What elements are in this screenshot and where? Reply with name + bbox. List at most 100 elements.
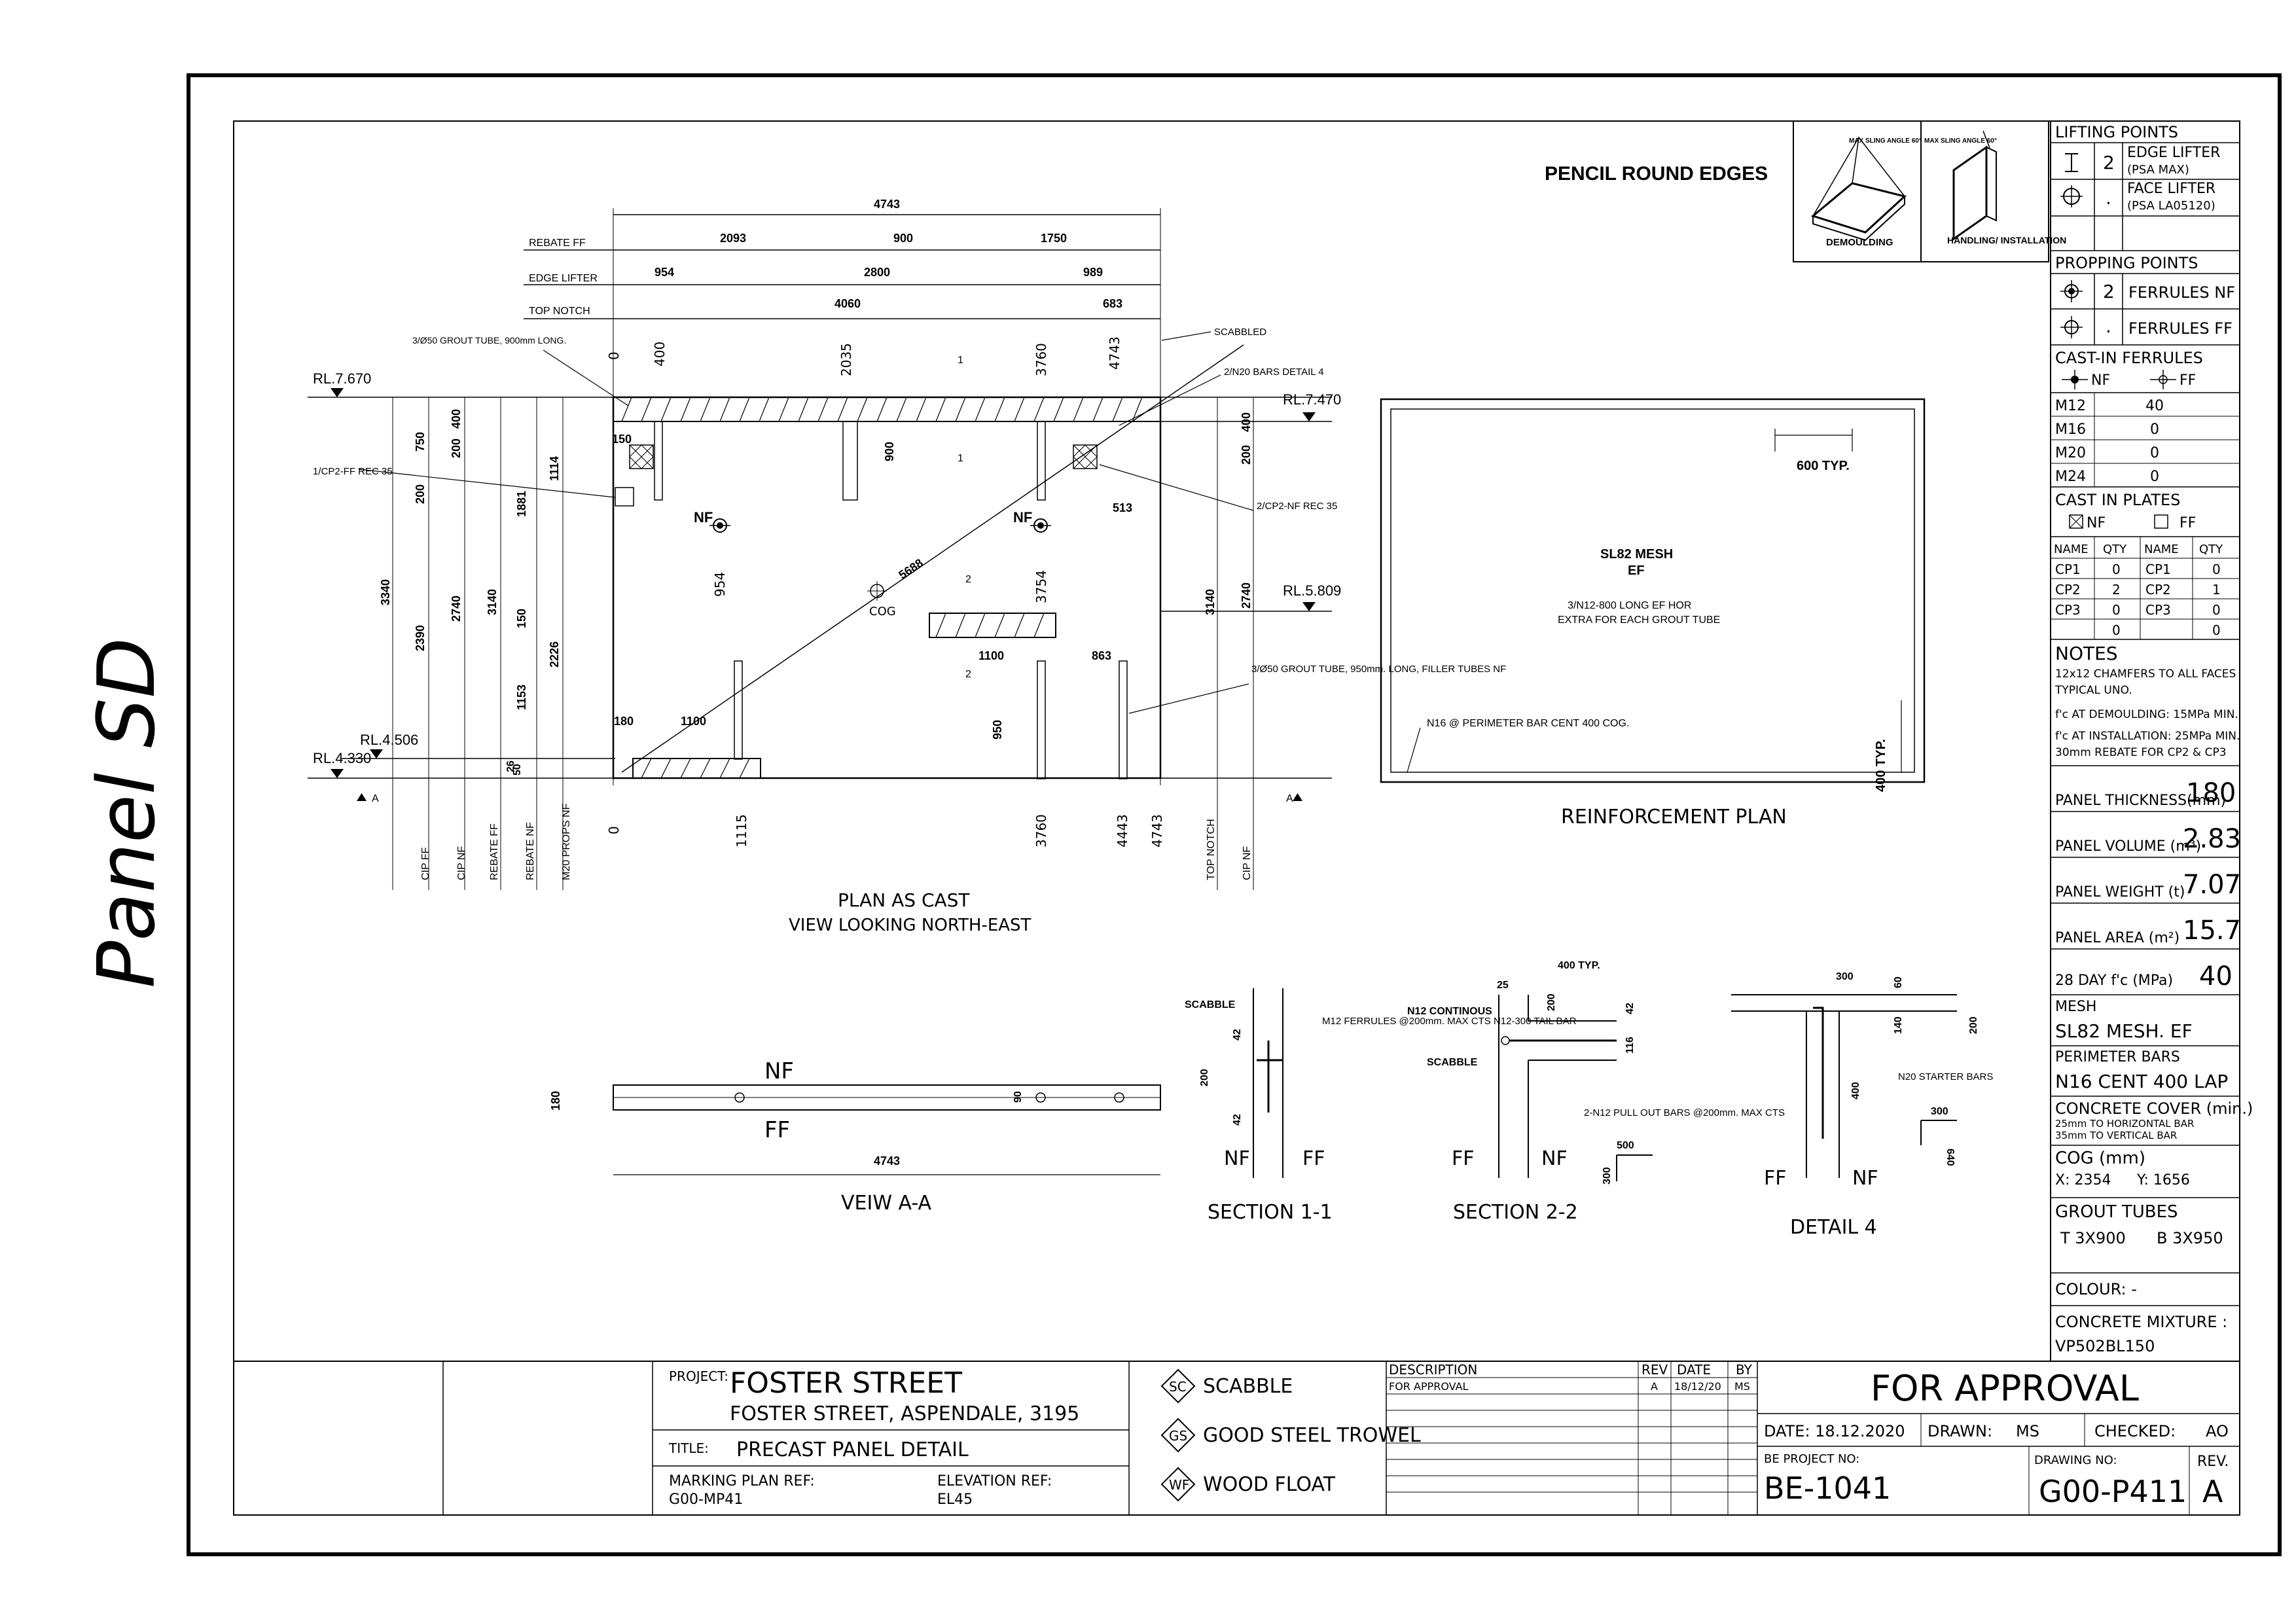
plate-r0-c3: 0: [2212, 562, 2221, 577]
dim-950: 950: [991, 720, 1004, 740]
s22-nf: NF: [1541, 1147, 1568, 1170]
reinforcement-title: REINFORCEMENT PLAN: [1561, 806, 1787, 829]
rdim-2740: 2740: [1240, 582, 1253, 609]
plate-h-2: NAME: [2144, 543, 2179, 556]
legend-text-wf: WOOD FLOAT: [1203, 1473, 1336, 1496]
rl-top-left: RL.7.670: [313, 370, 371, 387]
top-ord-400: 400: [652, 342, 668, 366]
ferrule-size-3: M24: [2055, 469, 2086, 485]
legend-code-gs: GS: [1169, 1428, 1187, 1444]
rebate-ff-dim-2: 900: [893, 232, 913, 245]
legend-text-sc: SCABBLE: [1203, 1375, 1293, 1398]
vdim-400: 400: [450, 409, 463, 429]
rev-r-date: 18/12/20: [1674, 1380, 1721, 1393]
plate-h-1: QTY: [2103, 543, 2127, 556]
mixture-label: CONCRETE MIXTURE :: [2055, 1313, 2227, 1331]
s22-116: 116: [1624, 1037, 1636, 1054]
dim-180-bottom: 180: [614, 715, 634, 728]
cover-label: CONCRETE COVER (min.): [2055, 1099, 2253, 1118]
section-2-top: 2: [965, 574, 971, 585]
rebate-ff-dim-3: 1750: [1041, 232, 1067, 245]
plate-ff-icon: [2154, 514, 2168, 529]
edge-lifter-sub: (PSA MAX): [2127, 163, 2189, 177]
dim-863: 863: [1092, 649, 1111, 662]
panel-weight-label: PANEL WEIGHT (t): [2055, 884, 2185, 901]
vdim-1153: 1153: [515, 685, 528, 710]
legend-text-gs: GOOD STEEL TROWEL: [1203, 1424, 1421, 1447]
section-1-mid: 1: [958, 453, 963, 464]
rev-h-rev: REV: [1641, 1362, 1668, 1378]
d4-200: 200: [1968, 1016, 1979, 1034]
legend-steel-trowel: GS GOOD STEEL TROWEL: [1160, 1418, 1421, 1453]
ferrule-ff-icon: [2150, 370, 2176, 389]
vdim-2226: 2226: [548, 641, 561, 668]
vdim-26: 26: [505, 760, 516, 772]
plate-r2-c3: 0: [2212, 602, 2221, 618]
vdim-2390: 2390: [414, 625, 427, 651]
plate-r0-c2: CP1: [2145, 562, 2171, 577]
title-block: PROJECT: FOSTER STREET FOSTER STREET, AS…: [234, 1361, 2240, 1515]
tag-cip-ff: CIP FF: [420, 847, 431, 880]
mesh-label: SL82 MESH: [1600, 547, 1673, 562]
d4-300: 300: [1836, 971, 1854, 982]
s22-title: SECTION 2-2: [1453, 1201, 1578, 1224]
ferrule-nf-icon: [2062, 370, 2088, 389]
be-project: BE-1041: [1764, 1471, 1891, 1506]
diagonal-dim: 5688: [896, 556, 925, 582]
edge-lifter-dim-2: 2800: [864, 266, 890, 279]
section-1-top: 1: [958, 355, 963, 366]
title-label: TITLE:: [668, 1440, 709, 1456]
d4-140: 140: [1893, 1016, 1904, 1034]
typ-side: 400 TYP.: [1874, 739, 1888, 792]
cover-1: 25mm TO HORIZONTAL BAR: [2055, 1118, 2194, 1130]
ferrule-qty-3: 0: [2150, 469, 2159, 485]
detail-4: 300 60 140 200 400 N20 STARTER BARS 300 …: [1731, 971, 1993, 1239]
s11-dim-42b: 42: [1232, 1114, 1243, 1126]
plate-r1-c0: CP2: [2055, 582, 2081, 597]
vdim-200: 200: [414, 484, 427, 504]
lifting-points: LIFTING POINTS: [2055, 123, 2178, 141]
grout-t: T 3X900: [2060, 1229, 2126, 1247]
bottom-ord-3760: 3760: [1033, 814, 1049, 847]
prop-ff-icon: [2060, 316, 2083, 338]
plan-subtitle: VIEW LOOKING NORTH-EAST: [789, 916, 1031, 935]
edge-lifter-qty: 2: [2103, 152, 2115, 173]
rebate-ff-dim-1: 2093: [720, 232, 746, 245]
typ-top: 600 TYP.: [1797, 459, 1850, 473]
ferrule-size-0: M12: [2055, 398, 2086, 414]
s22-500: 500: [1617, 1140, 1634, 1151]
dim-1100-bottom: 1100: [681, 715, 706, 728]
pencil-round-edges: PENCIL ROUND EDGES: [1545, 163, 1768, 185]
sling-note-1: MAX SLING ANGLE 60°: [1849, 137, 1922, 145]
sling-note-2: MAX SLING ANGLE 60°: [1924, 137, 1997, 145]
cog-field-label: COG (mm): [2055, 1149, 2145, 1168]
plan-title: PLAN AS CAST: [838, 889, 970, 911]
top-notch-dim-2: 683: [1103, 297, 1122, 310]
perimeter-field: N16 CENT 400 LAP: [2055, 1071, 2228, 1092]
section-mark-a-left: A: [372, 793, 379, 804]
perimeter-label: PERIMETER BARS: [2055, 1049, 2180, 1065]
panel-area-label: PANEL AREA (m²): [2055, 930, 2179, 946]
d4-ff: FF: [1764, 1167, 1787, 1190]
s22-300: 300: [1602, 1167, 1613, 1185]
note-2: f'c AT DEMOULDING: 15MPa MIN.: [2055, 708, 2238, 721]
handling-label: HANDLING/ INSTALLATION: [1947, 235, 2066, 245]
rl-low-left: RL.4.506: [360, 732, 418, 748]
rdim-3140: 3140: [1204, 589, 1217, 615]
vdim-3340: 3340: [379, 579, 392, 605]
bars-note: 2/N20 BARS DETAIL 4: [1224, 366, 1324, 378]
legend-wood-float: WF WOOD FLOAT: [1160, 1467, 1336, 1502]
s22-42: 42: [1624, 1003, 1636, 1014]
plate-r1-c1: 2: [2112, 582, 2121, 597]
bottom-ord-1115: 1115: [734, 814, 749, 847]
rev-h-desc: DESCRIPTION: [1389, 1362, 1477, 1378]
fc-value: 40: [2199, 961, 2233, 991]
ferrule-size-1: M16: [2055, 421, 2086, 438]
side-table: LIFTING POINTS 2 EDGE LIFTER (PSA MAX) .…: [2050, 121, 2253, 1361]
inner-frame: [233, 120, 2240, 1516]
top-notch-dim-1: 4060: [834, 297, 861, 310]
d4-300b: 300: [1931, 1106, 1948, 1117]
checked: AO: [2206, 1422, 2229, 1440]
rl-bottom-left: RL.4.330: [313, 750, 371, 766]
